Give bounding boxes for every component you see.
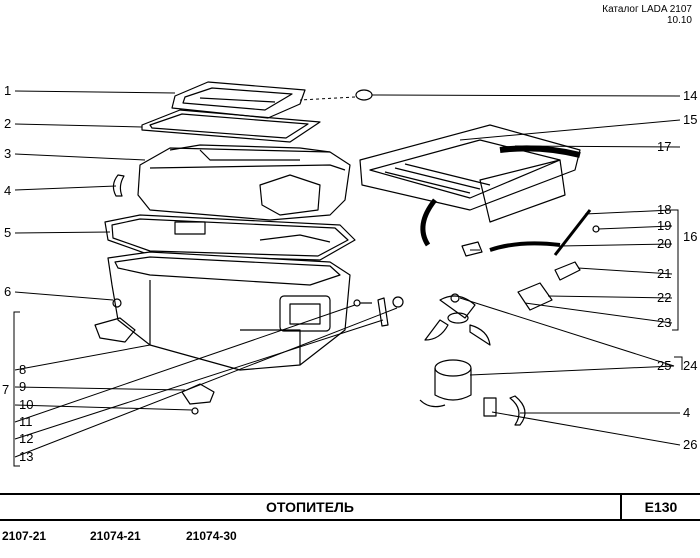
- catalog-date: 10.10: [666, 15, 692, 26]
- callout-22: 22: [657, 290, 671, 305]
- callout-21: 21: [657, 266, 671, 281]
- callout-7: 7: [2, 382, 9, 397]
- model-number: 21074-30: [186, 529, 237, 543]
- heater-exploded-drawing: 1 2 3 4 5 6 7 8 9 10 11 12 13 14 15 16 1…: [2, 81, 697, 467]
- leader-lines: [13, 90, 683, 467]
- catalog-title: Каталог LADA 2107: [602, 4, 692, 15]
- callout-1: 1: [4, 83, 11, 98]
- model-number: 21074-21: [90, 529, 141, 543]
- callout-24: 24: [683, 358, 697, 373]
- callout-2: 2: [4, 116, 11, 131]
- callout-3: 3: [4, 146, 11, 161]
- callout-4-left: 4: [4, 183, 11, 198]
- callout-23: 23: [657, 315, 671, 330]
- callout-17: 17: [657, 139, 671, 154]
- page-code: E130: [644, 499, 678, 515]
- callout-8: 8: [19, 362, 26, 377]
- callout-10: 10: [19, 397, 33, 412]
- callout-26: 26: [683, 437, 697, 452]
- callout-numbers: 1 2 3 4 5 6 7 8 9 10 11 12 13 14 15 16 1…: [2, 83, 697, 464]
- callout-12: 12: [19, 431, 33, 446]
- callout-4-right: 4: [683, 405, 690, 420]
- callout-14: 14: [683, 88, 697, 103]
- drawing-parts: [94, 81, 600, 426]
- title-divider: [620, 495, 622, 519]
- callout-6: 6: [4, 284, 11, 299]
- callout-13: 13: [19, 449, 33, 464]
- callout-9: 9: [19, 379, 26, 394]
- callout-20: 20: [657, 236, 671, 251]
- callout-16: 16: [683, 229, 697, 244]
- callout-25: 25: [657, 358, 671, 373]
- title-bar: ОТОПИТЕЛЬ E130: [0, 493, 700, 521]
- model-number: 2107-21: [2, 529, 47, 543]
- callout-19: 19: [657, 218, 671, 233]
- page-title: ОТОПИТЕЛЬ: [266, 499, 354, 515]
- callout-18: 18: [657, 202, 671, 217]
- callout-11: 11: [19, 414, 33, 429]
- callout-5: 5: [4, 225, 11, 240]
- callout-15: 15: [683, 112, 697, 127]
